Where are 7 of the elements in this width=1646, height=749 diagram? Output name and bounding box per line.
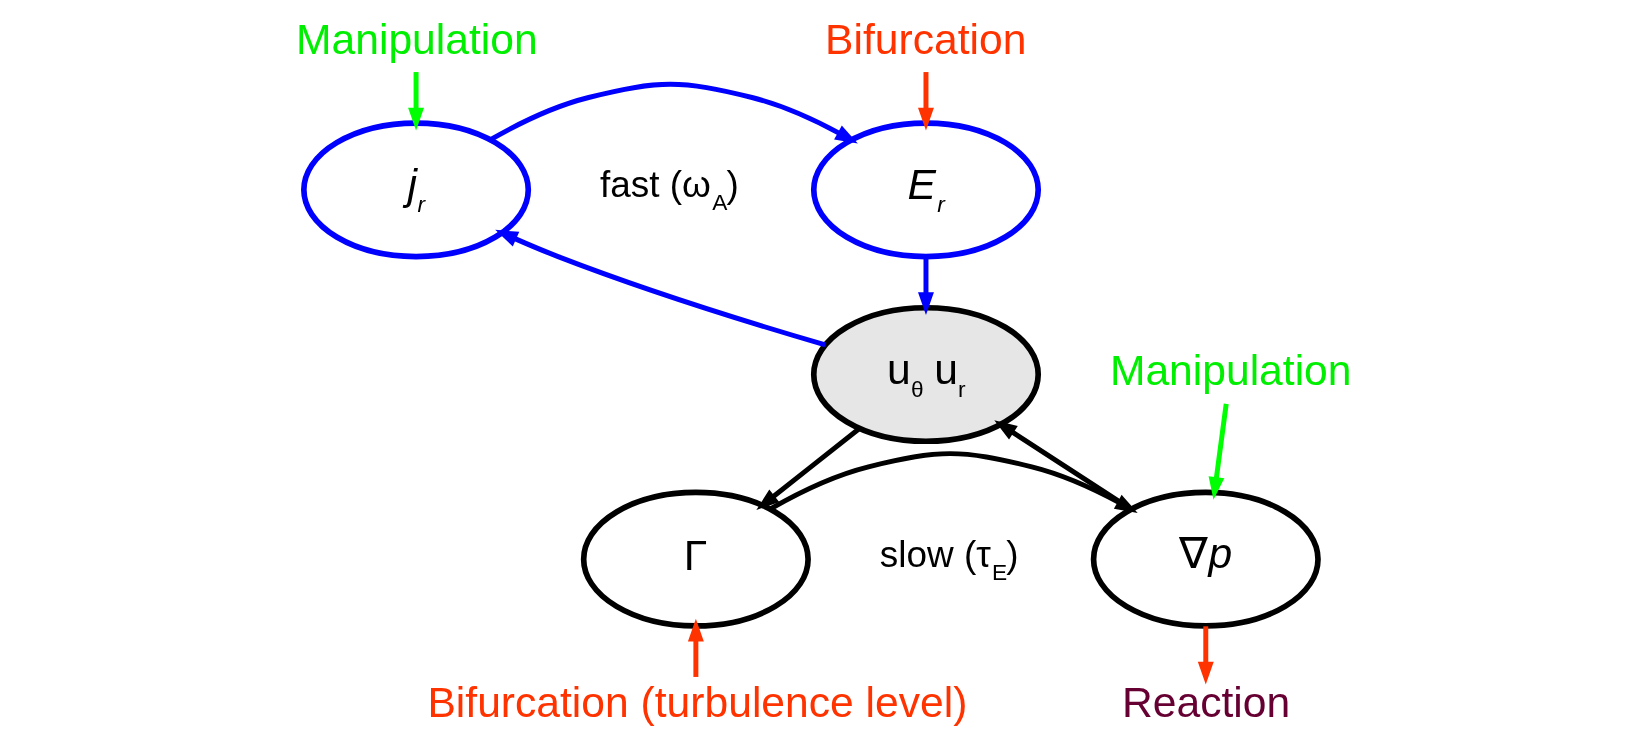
node-text: Bifurcation (turbulence level) <box>427 677 968 726</box>
label: slow (τ$_{E}$) <box>879 533 1019 585</box>
node-text: Manipulation <box>1109 346 1352 395</box>
node-text: Reaction <box>1121 677 1291 726</box>
node-text: Bifurcation <box>825 14 1027 63</box>
label: fast (ω$_{A}$) <box>600 164 739 216</box>
node-text: Manipulation <box>296 14 538 63</box>
